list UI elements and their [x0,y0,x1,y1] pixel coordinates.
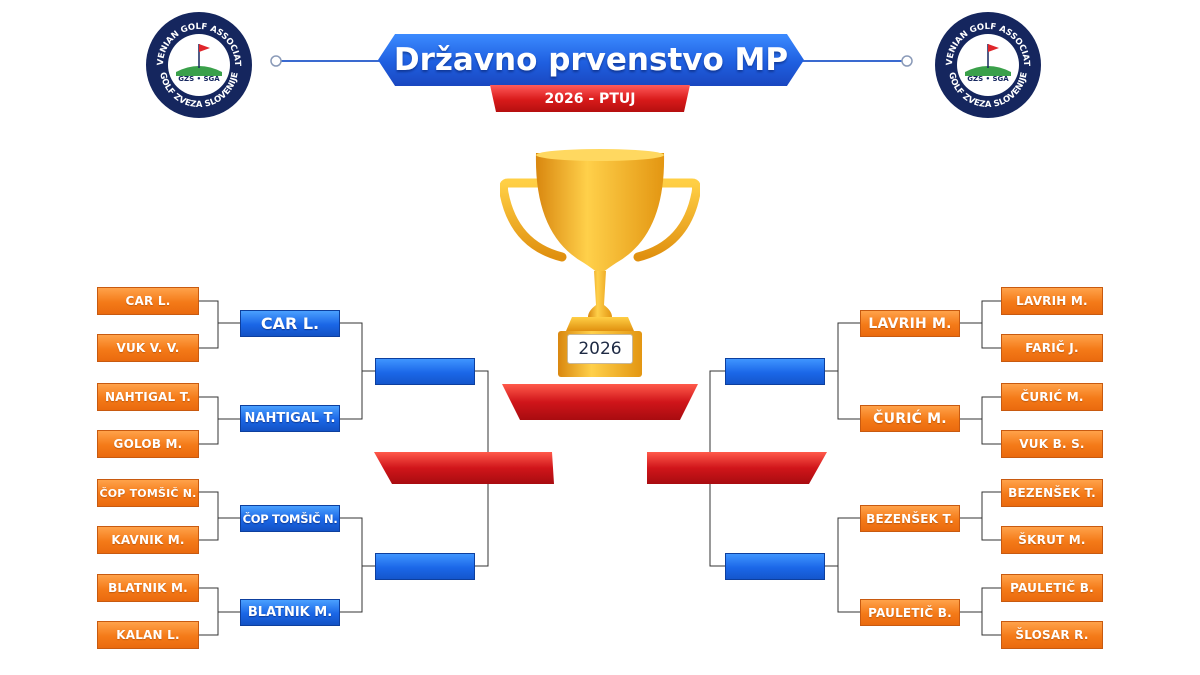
golf-flag-icon [176,44,222,76]
player-slot-left-6: KAVNIK M. [97,526,199,554]
winner-slot-right-1: LAVRIH M. [860,310,960,337]
trophy-year-plate: 2026 [567,334,633,364]
quarterfinal-slot-left-1 [375,358,475,385]
logo-emblem: GZS • SGA [957,34,1019,96]
final-slot [502,384,698,420]
golf-flag-icon [965,44,1011,76]
logo-emblem: GZS • SGA [168,34,230,96]
quarterfinal-slot-left-2 [375,553,475,580]
player-slot-right-1: LAVRIH M. [1001,287,1103,315]
player-slot-right-7: PAULETIČ B. [1001,574,1103,602]
winner-slot-right-3: BEZENŠEK T. [860,505,960,532]
winner-slot-left-1: CAR L. [240,310,340,337]
player-slot-right-4: VUK B. S. [1001,430,1103,458]
player-slot-right-5: BEZENŠEK T. [1001,479,1103,507]
player-slot-left-2: VUK V. V. [97,334,199,362]
player-slot-right-2: FARIČ J. [1001,334,1103,362]
winner-slot-left-3: ČOP TOMŠIČ N. [240,505,340,532]
player-slot-left-7: BLATNIK M. [97,574,199,602]
player-slot-left-1: CAR L. [97,287,199,315]
winner-slot-left-2: NAHTIGAL T. [240,405,340,432]
semifinal-left-slot [374,452,554,484]
tournament-title: Državno prvenstvo MP [378,34,804,86]
player-slot-left-3: NAHTIGAL T. [97,383,199,411]
player-slot-left-8: KALAN L. [97,621,199,649]
quarterfinal-slot-right-1 [725,358,825,385]
association-logo-left: SLOVENIAN GOLF ASSOCIATION GOLF ZVEZA SL… [146,12,252,118]
association-logo-right: SLOVENIAN GOLF ASSOCIATION GOLF ZVEZA SL… [935,12,1041,118]
player-slot-right-8: ŠLOSAR R. [1001,621,1103,649]
winner-slot-right-4: PAULETIČ B. [860,599,960,626]
winner-slot-left-4: BLATNIK M. [240,599,340,626]
player-slot-right-3: ČURIĆ M. [1001,383,1103,411]
player-slot-right-6: ŠKRUT M. [1001,526,1103,554]
quarterfinal-slot-right-2 [725,553,825,580]
player-slot-left-4: GOLOB M. [97,430,199,458]
player-slot-left-5: ČOP TOMŠIČ N. [97,479,199,507]
winner-slot-right-2: ČURIĆ M. [860,405,960,432]
semifinal-right-slot [647,452,827,484]
tournament-subtitle: 2026 - PTUJ [490,85,690,112]
